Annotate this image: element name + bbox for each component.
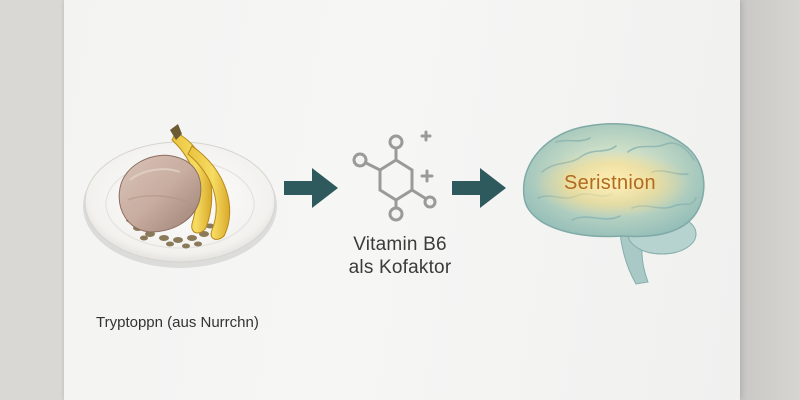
arrow-right-icon bbox=[284, 168, 338, 208]
molecule-icon bbox=[352, 130, 437, 222]
arrow-right-icon bbox=[452, 168, 506, 208]
tryptophan-caption: Tryptoppn (aus Nurrchn) bbox=[96, 314, 259, 331]
brain-icon bbox=[522, 123, 705, 285]
cofactor-line-2: als Kofaktor bbox=[348, 257, 452, 278]
cofactor-line-1: Vitamin B6 bbox=[353, 234, 447, 255]
serotonin-label: Seristnion bbox=[564, 172, 656, 194]
cofactor-label: Vitamin B6 als Kofaktor bbox=[300, 233, 500, 279]
background-wall bbox=[740, 0, 800, 400]
food-plate-icon bbox=[83, 124, 277, 268]
